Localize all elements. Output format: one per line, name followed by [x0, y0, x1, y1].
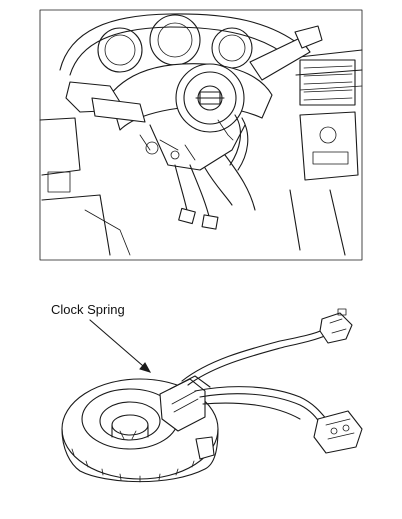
callout-label: Clock Spring	[51, 302, 125, 317]
clock-spring-illustration	[61, 308, 363, 483]
callout-leader-line	[89, 319, 151, 373]
gauge-left	[97, 27, 143, 73]
callout-arrowhead	[139, 362, 152, 373]
gauge-center	[149, 14, 201, 66]
upper-harness-connector	[319, 312, 353, 344]
right-stalk	[249, 37, 311, 81]
connector-a	[178, 207, 196, 225]
dash-vent	[299, 59, 356, 106]
illustration-border	[39, 9, 363, 261]
gauge-right	[211, 27, 253, 69]
lower-harness-connector	[313, 410, 363, 454]
steering-column-illustration	[39, 9, 363, 261]
connector-b	[201, 214, 219, 230]
